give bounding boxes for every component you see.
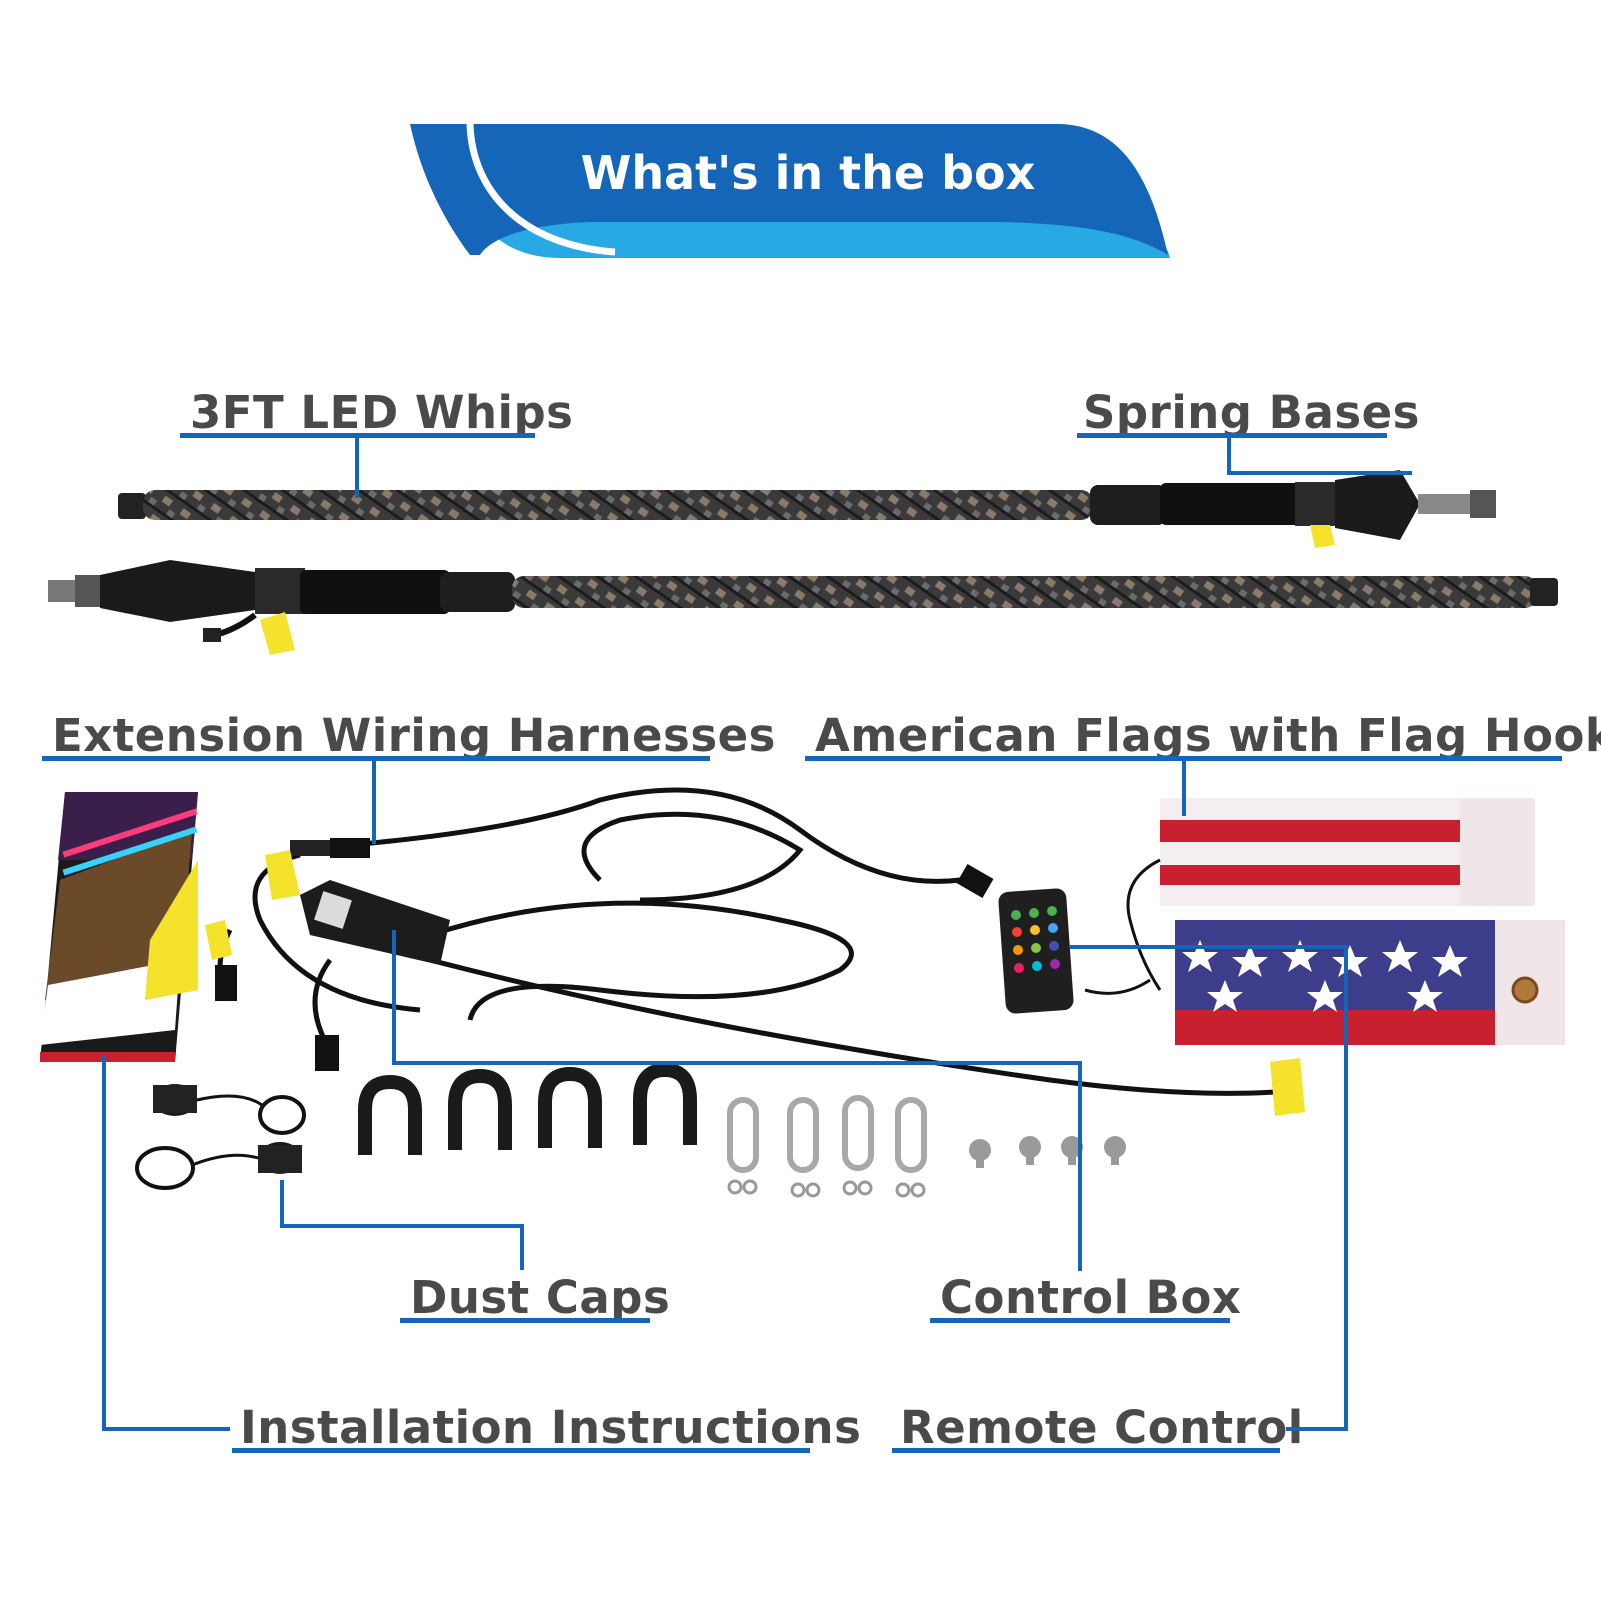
label-flags: American Flags with Flag Hooks (815, 709, 1601, 762)
label-remote: Remote Control (900, 1401, 1304, 1454)
banner-title: What's in the box (580, 146, 1036, 200)
instruction-booklet (40, 792, 198, 1062)
connector-remote-v (1344, 945, 1348, 1431)
underline-remote (892, 1448, 1280, 1453)
harness-connectors (205, 838, 1305, 1116)
label-instructions: Installation Instructions (240, 1401, 862, 1454)
label-harnesses: Extension Wiring Harnesses (52, 709, 776, 762)
mounting-screws (969, 1136, 1126, 1168)
label-control-box: Control Box (940, 1271, 1242, 1324)
control-box (300, 880, 450, 965)
label-dust-caps: Dust Caps (410, 1271, 671, 1324)
banner-white-swoosh (466, 123, 616, 256)
banner-dark-shape (410, 124, 1168, 255)
label-whips: 3FT LED Whips (190, 386, 574, 439)
connector-instructions-v (102, 1055, 106, 1431)
connector-instructions-h (102, 1427, 230, 1431)
connector-control-box-v2 (1078, 1061, 1082, 1271)
underline-dust-caps (400, 1318, 650, 1323)
split-rings (727, 1179, 926, 1198)
dust-caps-illustration (135, 1084, 306, 1190)
p-clamps (358, 1062, 697, 1155)
led-whip-top (118, 470, 1496, 548)
connector-dust-caps-v2 (520, 1224, 524, 1270)
connector-spring-bases-v (1227, 433, 1231, 475)
underline-instructions (232, 1448, 810, 1453)
underline-control-box (930, 1318, 1230, 1323)
connector-flags (1182, 756, 1186, 816)
american-flags (1126, 798, 1565, 1045)
remote-device (998, 888, 1151, 1014)
connector-dust-caps-h (280, 1224, 522, 1228)
carabiners (727, 1095, 927, 1173)
connector-control-box-v1 (392, 930, 396, 1065)
connector-remote-h2 (1286, 1427, 1348, 1431)
banner-light-wave (480, 212, 1170, 258)
label-spring-bases: Spring Bases (1083, 386, 1420, 439)
connector-spring-bases-h (1227, 471, 1412, 475)
connector-whips (355, 433, 359, 498)
connector-dust-caps-v1 (280, 1180, 284, 1226)
led-whip-bottom (48, 560, 1558, 655)
underline-spring-bases (1077, 433, 1387, 438)
connector-harnesses (372, 756, 376, 844)
connector-control-box-h (392, 1061, 1082, 1065)
connector-remote-h1 (1070, 945, 1348, 949)
underline-harnesses (42, 756, 710, 761)
